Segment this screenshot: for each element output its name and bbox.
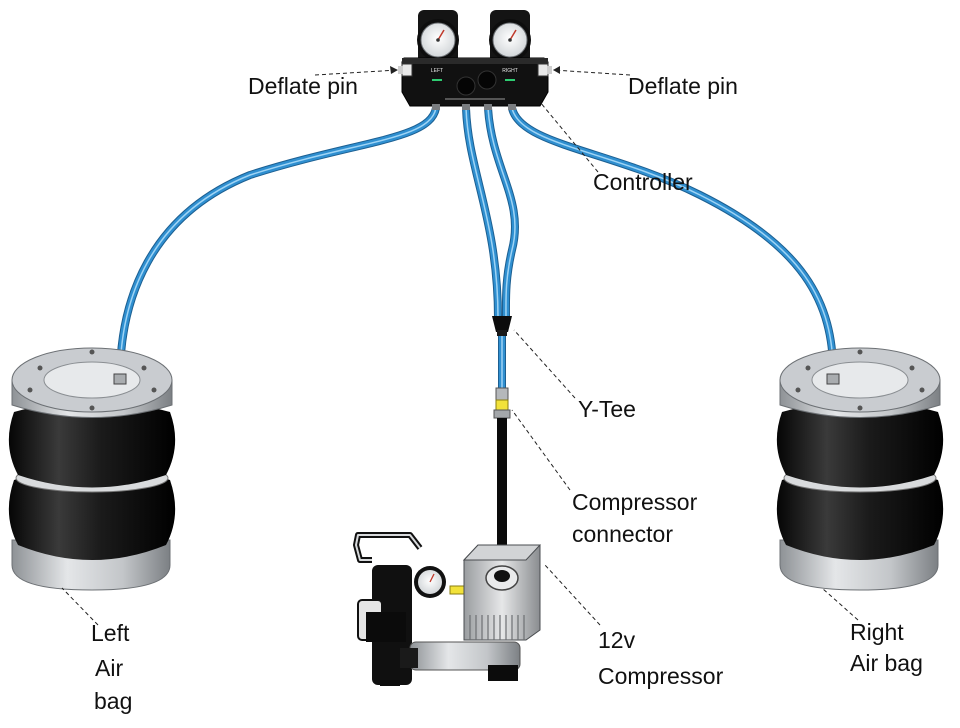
- controller-right-caption: RIGHT: [502, 68, 518, 74]
- compressor-cylinder-head: [462, 544, 542, 641]
- label-left-bag-3: bag: [94, 688, 132, 714]
- hose-center-left: [462, 104, 502, 322]
- controller: LEFT RIGHT: [398, 10, 552, 110]
- right-led: [505, 79, 515, 81]
- hose-left: [116, 104, 440, 382]
- label-y-tee: Y-Tee: [578, 396, 636, 422]
- leader-arrowheads: [390, 66, 560, 74]
- label-compressor-connector-2: connector: [572, 521, 673, 547]
- leader-y-tee: [513, 329, 576, 399]
- left-pressure-gauge: [417, 10, 459, 68]
- compressor-gauge: [414, 566, 446, 598]
- air-hoses: [116, 104, 838, 396]
- left-led: [432, 79, 442, 81]
- leader-deflate-right: [552, 69, 631, 76]
- label-right-bag-2: Air bag: [850, 650, 923, 676]
- leader-compressor-connector: [511, 409, 571, 491]
- hose-center-right: [484, 104, 520, 322]
- left-valve-knob: [456, 76, 476, 96]
- left-deflate-pin: [398, 63, 413, 77]
- leader-lines: [61, 69, 859, 626]
- y-tee: [492, 316, 512, 336]
- leader-controller: [539, 101, 599, 173]
- right-deflate-pin: [537, 63, 552, 77]
- label-left-bag-1: Left: [91, 620, 130, 646]
- label-compressor-1: 12v: [598, 627, 636, 653]
- label-deflate-pin-right: Deflate pin: [628, 73, 738, 99]
- controller-left-caption: LEFT: [431, 68, 443, 74]
- label-right-bag-1: Right: [850, 619, 904, 645]
- compressor-hose: [497, 418, 507, 568]
- leader-left-bag: [61, 587, 99, 626]
- compressor: [353, 532, 542, 686]
- right-air-bag: [776, 347, 944, 591]
- label-deflate-pin-left: Deflate pin: [248, 73, 358, 99]
- label-left-bag-2: Air: [95, 655, 123, 681]
- label-compressor-2: Compressor: [598, 663, 724, 689]
- label-controller: Controller: [593, 169, 693, 195]
- right-valve-knob: [477, 70, 497, 90]
- left-air-bag: [8, 347, 176, 591]
- hose-right: [508, 104, 838, 382]
- right-pressure-gauge: [489, 10, 531, 68]
- label-compressor-connector-1: Compressor: [572, 489, 698, 515]
- compressor-connector: [493, 387, 511, 568]
- leader-compressor: [544, 564, 601, 626]
- labels: Deflate pin Deflate pin Controller Y-Tee…: [91, 73, 923, 714]
- leader-right-bag: [821, 587, 859, 621]
